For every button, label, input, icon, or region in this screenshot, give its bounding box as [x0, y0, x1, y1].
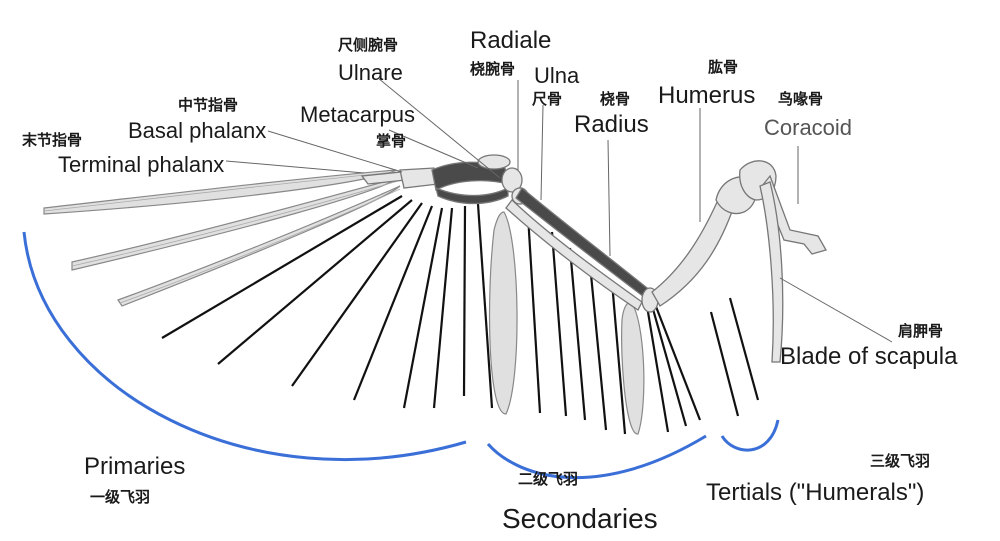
radius-zh-label: 桡骨 [600, 90, 630, 108]
ulnare-label: Ulnare [338, 60, 403, 85]
feather-group-brackets [22, 231, 780, 479]
feather-shafts [161, 195, 760, 435]
radiale-label: Radiale [470, 27, 551, 54]
bones [360, 154, 827, 363]
primaries-bracket [22, 231, 467, 462]
leader-lines [225, 77, 893, 343]
primaries-zh-label: 一级飞羽 [90, 488, 150, 506]
tertials-bracket [720, 419, 780, 452]
basal-phalanx-zh-label: 中节指骨 [178, 96, 238, 114]
ulnare-zh-label: 尺侧腕骨 [338, 36, 398, 54]
radiale-zh-label: 桡腕骨 [470, 60, 515, 78]
humerus-zh-label: 肱骨 [708, 58, 738, 76]
terminal-phalanx-label: Terminal phalanx [58, 152, 224, 177]
metacarpus-label: Metacarpus [300, 102, 415, 127]
scapula-zh-label: 肩胛骨 [898, 322, 943, 340]
radius-label: Radius [574, 111, 649, 138]
secondaries-bracket [486, 434, 707, 479]
tertials-zh-label: 三级飞羽 [870, 452, 930, 470]
primaries-label: Primaries [84, 453, 185, 480]
basal-phalanx-label: Basal phalanx [128, 118, 266, 143]
secondaries-zh-label: 二级飞羽 [518, 470, 578, 488]
coracoid-zh-label: 鸟喙骨 [778, 90, 823, 108]
tertials-label: Tertials ("Humerals") [706, 479, 924, 506]
terminal-phalanx-zh-label: 末节指骨 [22, 131, 82, 149]
humerus-label: Humerus [658, 82, 755, 109]
secondaries-label: Secondaries [502, 503, 658, 534]
coracoid-label: Coracoid [764, 115, 852, 140]
secondary-feathers [488, 211, 645, 435]
scapula-label: Blade of scapula [780, 343, 958, 370]
ulna-label: Ulna [534, 63, 580, 88]
ulna-zh-label: 尺骨 [532, 90, 562, 108]
metacarpus-zh-label: 掌骨 [376, 132, 406, 150]
